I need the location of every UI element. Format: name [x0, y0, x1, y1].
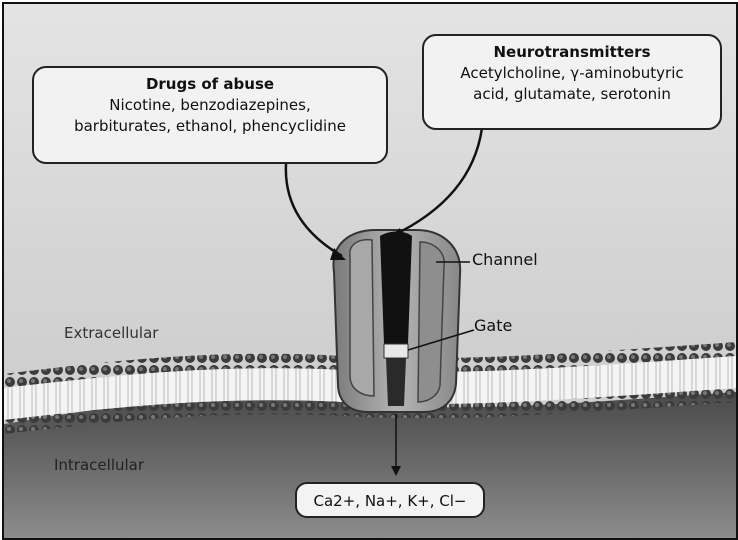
channel-label: Channel: [472, 250, 538, 269]
neurotransmitters-line-2: acid, glutamate, serotonin: [432, 84, 712, 105]
neurotransmitters-callout: Neurotransmitters Acetylcholine, γ-amino…: [422, 34, 722, 130]
drugs-of-abuse-callout: Drugs of abuse Nicotine, benzodiazepines…: [32, 66, 388, 164]
gate-label: Gate: [474, 316, 512, 335]
extracellular-label: Extracellular: [64, 324, 158, 342]
intracellular-label: Intracellular: [54, 456, 144, 474]
ions-box: Ca2+, Na+, K+, Cl−: [295, 482, 485, 518]
drugs-title: Drugs of abuse: [42, 74, 378, 95]
channel-gate: [384, 344, 408, 358]
channel-pore: [380, 232, 412, 345]
neurotransmitters-title: Neurotransmitters: [432, 42, 712, 63]
drugs-line-1: Nicotine, benzodiazepines,: [42, 95, 378, 116]
drugs-line-2: barbiturates, ethanol, phencyclidine: [42, 116, 378, 137]
ion-channel: [333, 230, 460, 412]
neurotransmitters-line-1: Acetylcholine, γ-aminobutyric: [432, 63, 712, 84]
